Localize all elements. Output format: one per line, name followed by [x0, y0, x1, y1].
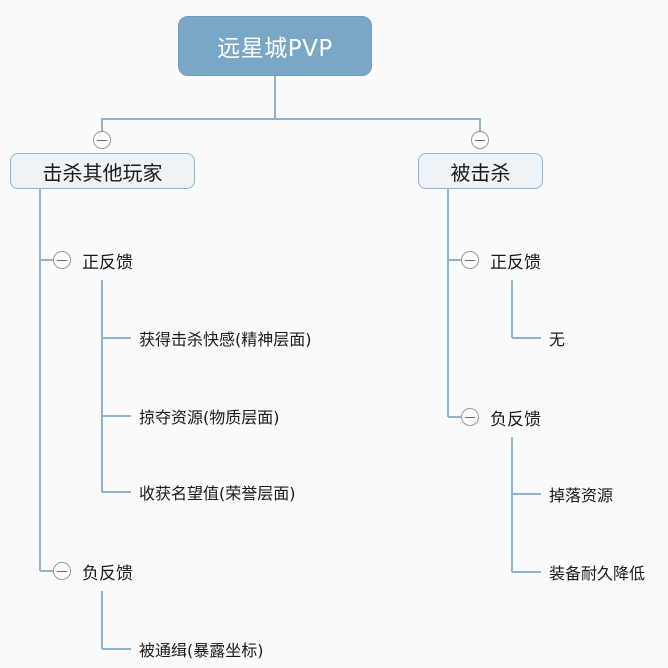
group-node-kill-negative-label: 负反馈: [82, 563, 133, 584]
toggle-kill-others[interactable]: [93, 131, 111, 149]
group-node-death-positive-label: 正反馈: [490, 252, 541, 273]
leaf-kill-positive-1[interactable]: 获得击杀快感(精神层面): [139, 325, 399, 351]
leaf-death-positive-1-label: 无: [549, 330, 566, 349]
leaf-kill-negative-1[interactable]: 被通缉(暴露坐标): [139, 636, 399, 662]
leaf-death-positive-1[interactable]: 无: [549, 325, 659, 351]
branch-node-kill-others[interactable]: 击杀其他玩家: [10, 153, 195, 189]
leaf-kill-positive-3-label: 收获名望值(荣誉层面): [139, 484, 296, 503]
leaf-kill-negative-1-label: 被通缉(暴露坐标): [139, 641, 264, 660]
edge-root-to-be-killed: [275, 118, 481, 131]
leaf-kill-positive-3[interactable]: 收获名望值(荣誉层面): [139, 479, 399, 505]
leaf-death-negative-1[interactable]: 掉落资源: [549, 481, 664, 507]
leaf-kill-positive-2[interactable]: 掠夺资源(物质层面): [139, 403, 399, 429]
leaf-death-negative-1-label: 掉落资源: [549, 486, 614, 505]
group-node-kill-positive[interactable]: 正反馈: [82, 247, 202, 273]
group-node-death-positive[interactable]: 正反馈: [490, 247, 610, 273]
leaf-death-negative-2-label: 装备耐久降低: [549, 564, 646, 583]
group-node-death-negative[interactable]: 负反馈: [490, 404, 610, 430]
toggle-be-killed[interactable]: [471, 131, 489, 149]
root-node-label: 远星城PVP: [217, 36, 333, 62]
branch-node-be-killed-label: 被击杀: [450, 160, 511, 185]
leaf-kill-positive-2-label: 掠夺资源(物质层面): [139, 408, 280, 427]
root-node[interactable]: 远星城PVP: [178, 16, 372, 76]
toggle-kill-negative[interactable]: [53, 562, 71, 580]
edge-root-to-kill-others: [101, 118, 275, 131]
leaf-death-negative-2[interactable]: 装备耐久降低: [549, 559, 668, 585]
group-node-kill-negative[interactable]: 负反馈: [82, 558, 202, 584]
branch-node-be-killed[interactable]: 被击杀: [418, 153, 543, 189]
toggle-death-positive[interactable]: [461, 251, 479, 269]
branch-node-kill-others-label: 击杀其他玩家: [42, 160, 163, 185]
toggle-death-negative[interactable]: [461, 408, 479, 426]
group-node-death-negative-label: 负反馈: [490, 409, 541, 430]
group-node-kill-positive-label: 正反馈: [82, 252, 133, 273]
leaf-kill-positive-1-label: 获得击杀快感(精神层面): [139, 330, 312, 349]
toggle-kill-positive[interactable]: [53, 251, 71, 269]
